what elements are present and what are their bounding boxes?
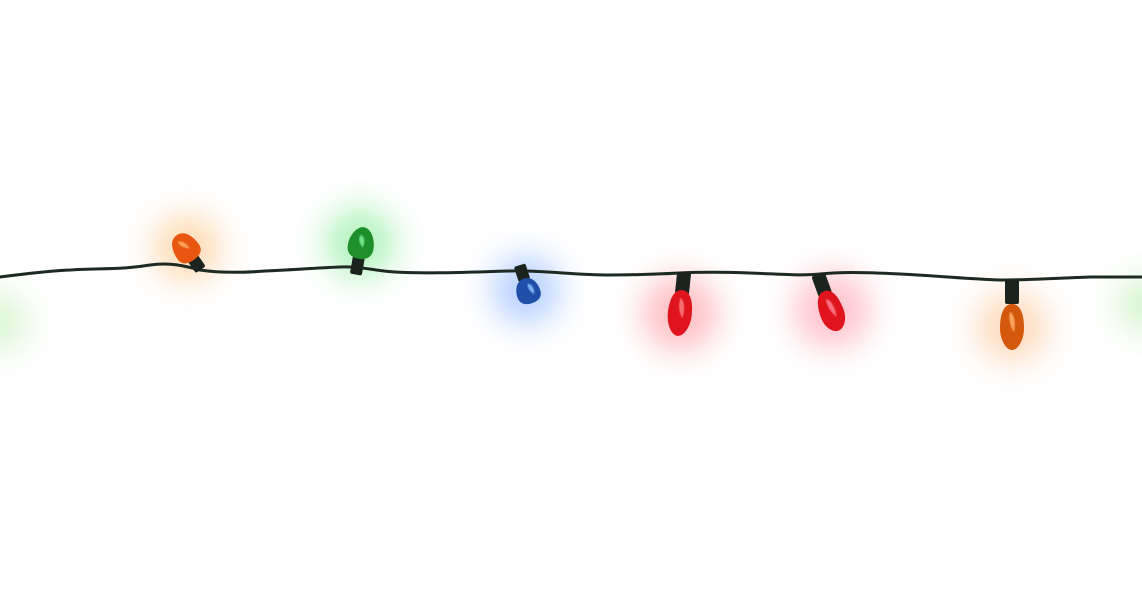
bulb-red-2	[811, 272, 846, 332]
bulb-glint	[679, 297, 685, 319]
bulb-orange	[172, 233, 205, 273]
bulb-glint	[177, 241, 190, 249]
edge-glow-right	[1118, 276, 1142, 332]
bulb-green	[347, 227, 374, 276]
bulb-socket	[1005, 280, 1019, 304]
bulb-glint	[1009, 312, 1015, 332]
bulb-glint	[359, 234, 365, 248]
bulb-blue	[514, 263, 541, 305]
bulb-glass	[516, 277, 541, 305]
bulb-glass	[172, 233, 201, 264]
edge-glow-left	[0, 292, 28, 352]
bulb-socket	[514, 263, 530, 282]
bulb-amber	[1000, 280, 1024, 350]
bulb-socket	[675, 271, 691, 295]
bulb-glint	[825, 299, 837, 317]
bulb-red-1	[667, 271, 693, 336]
light-string-wire	[0, 262, 1142, 282]
bulb-socket	[350, 256, 365, 276]
bulb-glint	[527, 283, 535, 295]
bulb-glass	[667, 290, 693, 336]
